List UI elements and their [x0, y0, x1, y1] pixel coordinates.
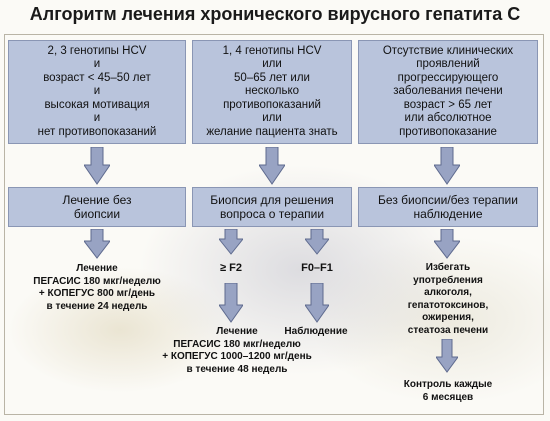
diagram-title: Алгоритм лечения хронического вирусного …	[29, 4, 521, 24]
treatment-48-weeks-text: Лечение ПЕГАСИС 180 мкг/неделю + КОПЕГУС…	[162, 326, 312, 375]
down-arrow-icon	[434, 147, 460, 185]
action-box-observation: Без биопсии/без терапии наблюдение	[358, 187, 538, 227]
criteria-box-genotype-2-3: 2, 3 генотипы HCV и возраст < 45–50 лет …	[8, 40, 186, 144]
down-arrow-icon	[84, 229, 110, 259]
fibrosis-f0-f1-label: F0–F1	[301, 262, 333, 274]
treatment-24-weeks-text: Лечение ПЕГАСИС 180 мкг/неделю + КОПЕГУС…	[33, 263, 161, 312]
down-arrow-icon	[219, 229, 243, 255]
down-arrow-icon	[305, 283, 329, 323]
down-arrow-icon	[259, 147, 285, 185]
down-arrow-icon	[219, 283, 243, 323]
criteria-box-no-progression: Отсутствие клинических проявлений прогре…	[358, 40, 538, 144]
action-box-treatment-no-biopsy: Лечение без биопсии	[8, 187, 186, 227]
down-arrow-icon	[436, 339, 458, 373]
fibrosis-f2-label: ≥ F2	[220, 262, 242, 274]
observation-text: Наблюдение	[284, 326, 348, 337]
down-arrow-icon	[434, 229, 460, 259]
down-arrow-icon	[305, 229, 329, 255]
monitoring-6-months-text: Контроль каждые 6 месяцев	[403, 379, 493, 403]
diagram-frame	[4, 34, 544, 415]
avoid-hepatotoxins-text: Избегать употребления алкоголя, гепатото…	[407, 262, 489, 336]
action-box-biopsy: Биопсия для решения вопроса о терапии	[192, 187, 352, 227]
down-arrow-icon	[84, 147, 110, 185]
criteria-box-genotype-1-4: 1, 4 генотипы HCV или 50–65 лет или неск…	[192, 40, 352, 144]
